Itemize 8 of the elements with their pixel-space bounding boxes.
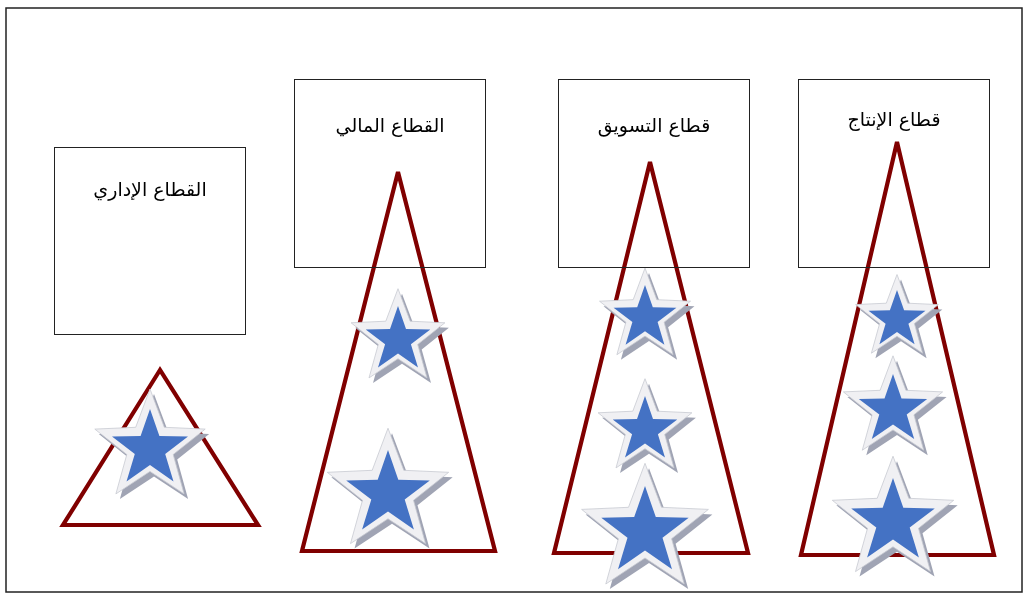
sector-title: القطاع الإداري <box>92 178 208 200</box>
sector-box <box>558 79 750 268</box>
sector-box <box>798 79 990 268</box>
sector-title: القطاع المالي <box>334 114 446 136</box>
sector-title: قطاع الإنتاج <box>846 108 942 130</box>
sector-box <box>54 147 246 335</box>
sector-box <box>294 79 486 268</box>
sector-title: قطاع التسويق <box>596 114 712 136</box>
